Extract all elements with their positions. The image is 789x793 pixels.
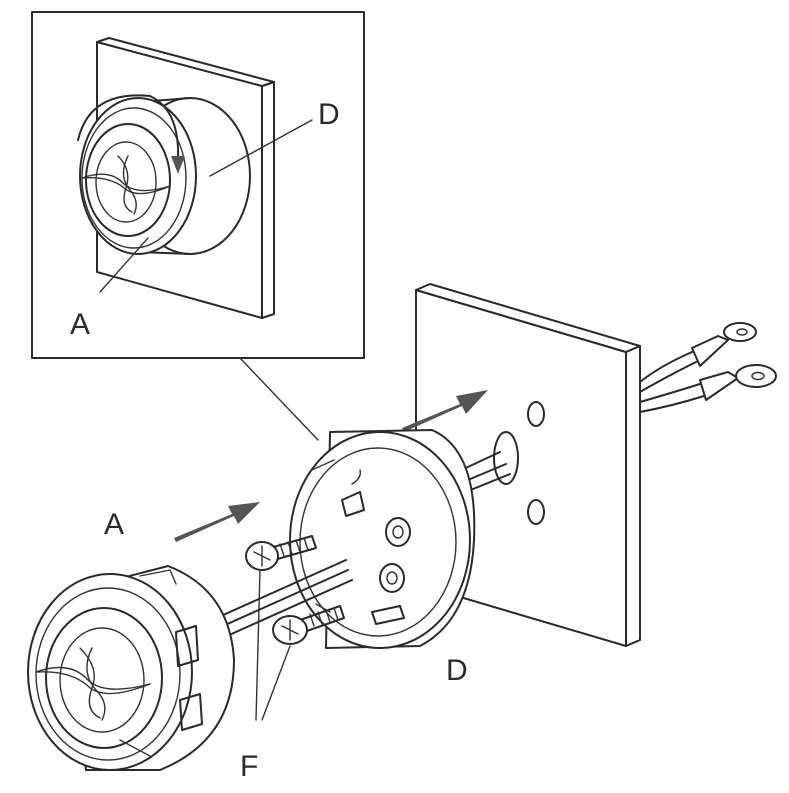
inset-logo-icon xyxy=(81,155,171,215)
push-arrow-icon-base xyxy=(174,502,260,542)
rotate-arrow-icon xyxy=(77,94,185,174)
supply-wires xyxy=(639,322,777,413)
push-arrow-icon-wall xyxy=(402,390,488,432)
detail-inset: D A xyxy=(31,11,365,359)
inset-fixture-a xyxy=(79,97,197,255)
label-part-a: A xyxy=(104,508,124,541)
screw-icon-upper xyxy=(245,535,317,571)
leader-f-lower xyxy=(261,645,291,721)
base-hole-upper xyxy=(385,517,411,547)
screw-icon-lower xyxy=(272,605,345,645)
inset-leader-d xyxy=(209,119,313,177)
wall-cable-hole xyxy=(493,431,519,485)
wall-hole-top xyxy=(527,401,545,427)
fixture-logo-icon xyxy=(35,647,151,721)
base-hole-lower xyxy=(379,563,405,593)
label-part-d: D xyxy=(446,654,468,687)
wall-hole-bottom xyxy=(527,499,545,525)
mounting-base-d xyxy=(289,429,476,649)
inset-label-d: D xyxy=(318,98,340,131)
lamp-fixture-a xyxy=(27,565,235,771)
inset-connector-line xyxy=(239,357,319,441)
fixture-wires xyxy=(211,559,353,641)
leader-f-upper xyxy=(255,569,261,721)
inset-frame xyxy=(31,11,365,359)
inset-leader-a xyxy=(99,237,149,293)
inset-label-a: A xyxy=(70,308,90,341)
label-part-f: F xyxy=(240,750,258,783)
